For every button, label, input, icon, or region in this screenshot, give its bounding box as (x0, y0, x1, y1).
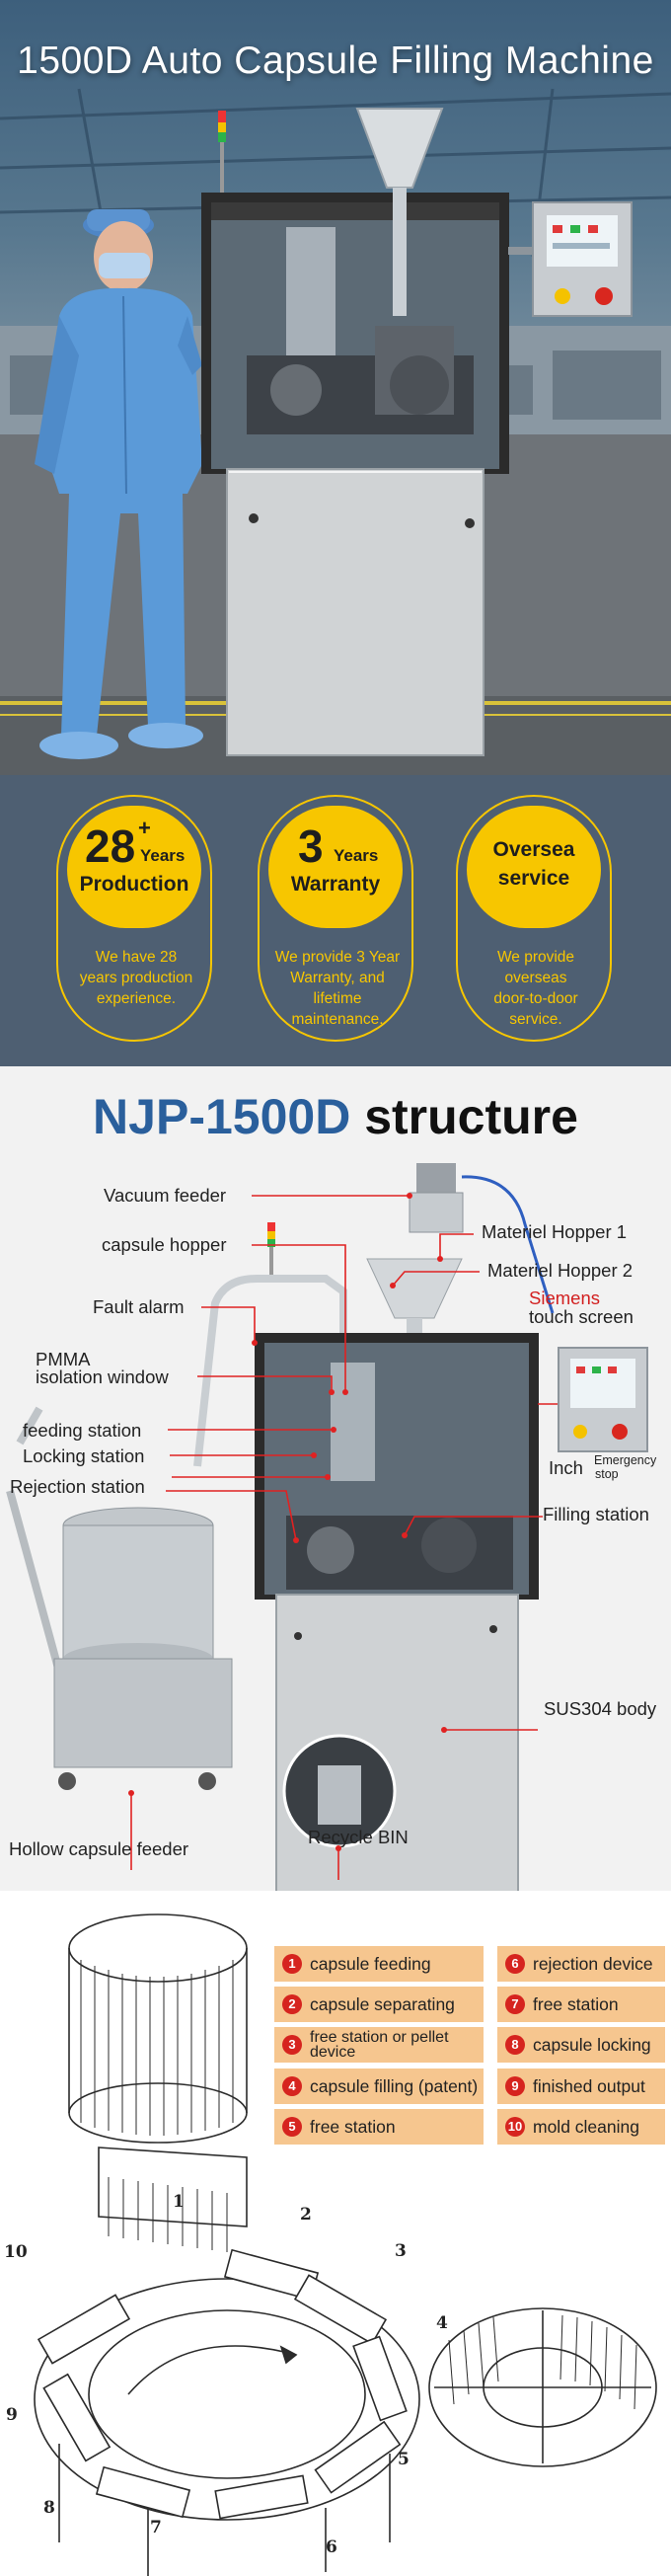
label-recycle-bin: Recycle BIN (308, 1827, 409, 1847)
structure-diagram (6, 1163, 648, 1891)
step-number-badge: 9 (505, 2076, 525, 2096)
label-hollow-capsule-feeder: Hollow capsule feeder (9, 1838, 189, 1859)
step-4: 4 capsule filling (patent) (274, 2069, 484, 2104)
label-rejection-station: Rejection station (10, 1476, 145, 1497)
hero-title: 1500D Auto Capsule Filling Machine (17, 39, 654, 82)
step-number-badge: 5 (282, 2117, 302, 2137)
oversea-label: Oversea (492, 838, 575, 861)
step-8: 8 capsule locking (497, 2027, 665, 2063)
step-label: free station (533, 1993, 619, 2014)
label-materiel-hopper-1: Materiel Hopper 1 (482, 1221, 628, 1242)
diagram-number-6: 6 (326, 2537, 337, 2557)
factory-scene-illustration (0, 88, 671, 775)
step-number-badge: 6 (505, 1954, 525, 1974)
structure-section: NJP-1500D structure Vacuum feeder capsul… (0, 1066, 671, 1891)
label-inch: Inch (549, 1457, 583, 1478)
warranty-years-number: 3 (298, 820, 324, 872)
step-label: capsule feeding (310, 1953, 431, 1974)
model-name: NJP-1500D (93, 1089, 351, 1144)
diagram-number-4: 4 (436, 2313, 448, 2333)
step-1: 1 capsule feeding (274, 1946, 484, 1982)
feature-badge-oversea-service: Oversea service We provide overseas door… (456, 795, 612, 1042)
years-unit: Years (334, 846, 379, 865)
step-6: 6 rejection device (497, 1946, 665, 1982)
production-label: Production (79, 873, 189, 896)
plus-sign: + (138, 816, 151, 840)
label-emergency: Emergency (594, 1453, 657, 1467)
hero-section: 1500D Auto Capsule Filling Machine (0, 0, 671, 775)
structure-title: NJP-1500D structure (0, 1088, 671, 1145)
structure-word: structure (364, 1089, 578, 1144)
label-capsule-hopper: capsule hopper (102, 1234, 227, 1255)
label-stop: stop (595, 1467, 619, 1481)
step-2: 2 capsule separating (274, 1987, 484, 2022)
label-filling-station: Filling station (543, 1504, 649, 1524)
diagram-number-10: 10 (4, 2242, 28, 2262)
step-label: mold cleaning (533, 2116, 639, 2137)
diagram-number-3: 3 (395, 2241, 407, 2261)
diagram-number-7: 7 (150, 2518, 162, 2537)
label-isolation-window: isolation window (36, 1366, 169, 1387)
label-locking-station: Locking station (23, 1445, 145, 1466)
step-number-badge: 10 (505, 2117, 525, 2137)
label-touch-screen: touch screen (529, 1306, 634, 1327)
step-number-badge: 3 (282, 2035, 302, 2055)
diagram-number-5: 5 (398, 2450, 410, 2469)
worker-figure (35, 209, 203, 759)
warranty-description: We provide 3 Year Warranty, and lifetime… (274, 949, 401, 1028)
step-10: 10 mold cleaning (497, 2109, 665, 2145)
warranty-label: Warranty (290, 873, 381, 896)
label-pmma: PMMA (36, 1349, 91, 1369)
label-vacuum-feeder: Vacuum feeder (104, 1185, 227, 1206)
step-label: capsule locking (533, 2034, 651, 2055)
capsule-machine-illustration (201, 108, 633, 756)
step-number-badge: 1 (282, 1954, 302, 1974)
step-label: free station or pellet device (310, 2029, 449, 2061)
step-5: 5 free station (274, 2109, 484, 2145)
feature-badge-production: 28 + Years Production We have 28 years p… (56, 795, 212, 1042)
production-years-number: 28 (85, 820, 136, 872)
label-siemens: Siemens (529, 1288, 600, 1308)
step-number-badge: 4 (282, 2076, 302, 2096)
diagram-number-2: 2 (300, 2205, 312, 2225)
years-unit: Years (140, 846, 186, 865)
step-number-badge: 7 (505, 1994, 525, 2014)
step-number-badge: 8 (505, 2035, 525, 2055)
label-materiel-hopper-2: Materiel Hopper 2 (487, 1260, 634, 1281)
step-label: free station (310, 2116, 396, 2137)
production-description: We have 28 years production experience. (79, 949, 193, 1007)
step-label: capsule separating (310, 1993, 455, 2014)
diagram-number-8: 8 (43, 2498, 55, 2518)
step-number-badge: 2 (282, 1994, 302, 2014)
step-9: 9 finished output (497, 2069, 665, 2104)
features-section: 28 + Years Production We have 28 years p… (0, 775, 671, 1066)
step-label: finished output (533, 2075, 645, 2096)
service-label: service (497, 867, 570, 890)
diagram-number-9: 9 (6, 2405, 18, 2425)
step-label: capsule filling (patent) (310, 2075, 479, 2096)
step-3: 3 free station or pellet device (274, 2027, 484, 2063)
turret-line-drawing: 1 2 3 4 5 6 7 8 9 10 (4, 1913, 657, 2576)
oversea-description: We provide overseas door-to-door service… (493, 949, 578, 1028)
diagram-number-1: 1 (173, 2192, 185, 2212)
step-label: rejection device (533, 1953, 653, 1974)
label-fault-alarm: Fault alarm (93, 1296, 185, 1317)
step-7: 7 free station (497, 1987, 665, 2022)
process-section: 1 2 3 4 5 6 7 8 9 10 1 capsule feeding 2… (0, 1891, 671, 2576)
feature-badge-warranty: 3 Years Warranty We provide 3 Year Warra… (258, 795, 413, 1042)
label-feeding-station: feeding station (23, 1420, 142, 1441)
label-sus304-body: SUS304 body (544, 1698, 657, 1719)
